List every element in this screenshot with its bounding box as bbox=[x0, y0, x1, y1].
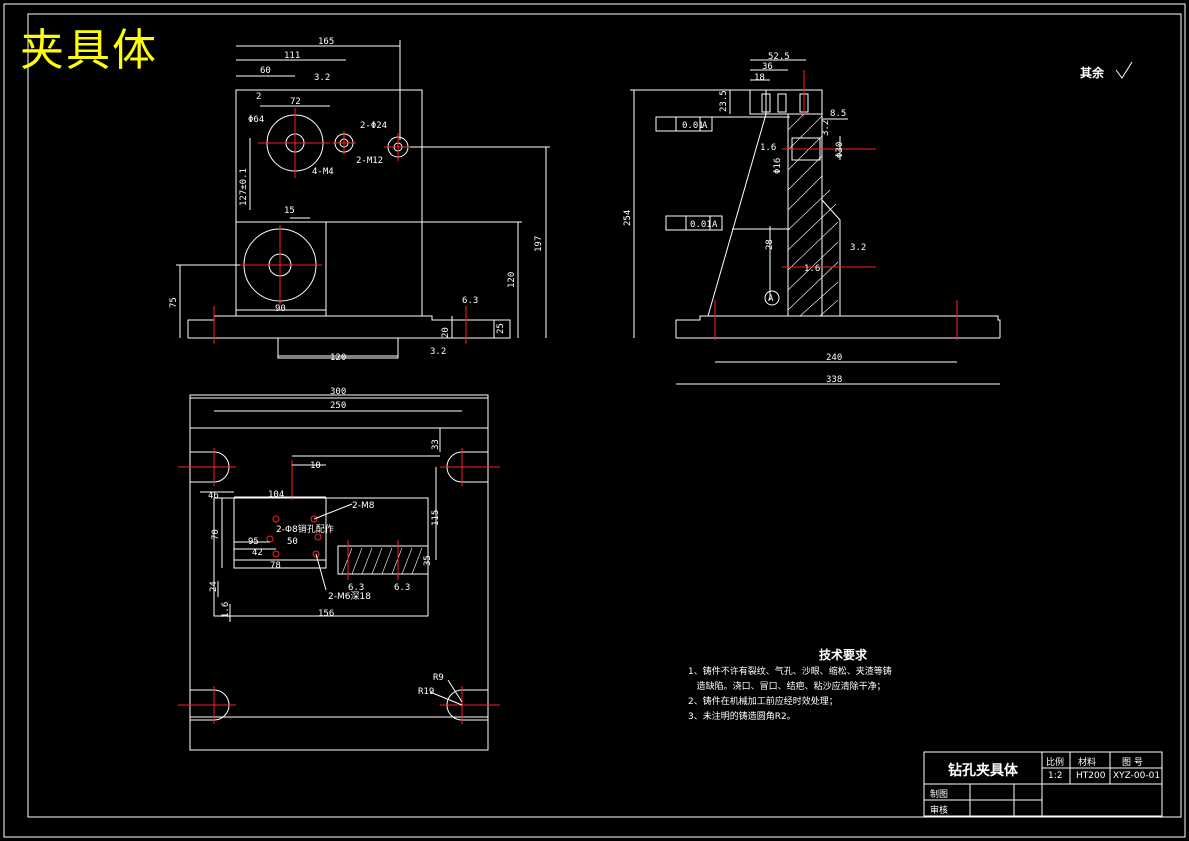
outer-border bbox=[3, 3, 1186, 838]
front-dim-20: 3.2 bbox=[430, 347, 446, 357]
top-dim-8: 2-Φ8销孔配作 bbox=[276, 523, 334, 535]
tech-req-item: 造缺陷。浇口、冒口、结疤、粘沙应清除干净； bbox=[688, 682, 886, 692]
side-dim-5: 3.2 bbox=[821, 120, 831, 136]
top-dim-9: 95 bbox=[248, 537, 259, 547]
top-dim-5: 104 bbox=[268, 490, 284, 500]
top-dim-0: 300 bbox=[330, 387, 346, 397]
side-dim-9: 254 bbox=[623, 210, 633, 226]
top-dim-6: 2-M8 bbox=[352, 501, 375, 511]
roughness-symbol bbox=[1115, 61, 1133, 79]
side-datum-1: A bbox=[702, 121, 708, 131]
front-view: 165 111 60 2 72 3.2 Φ64 2-Φ24 2-M12 4-M4… bbox=[169, 37, 550, 363]
side-dim-4: 8.5 bbox=[830, 109, 846, 119]
top-dim-2: 33 bbox=[431, 439, 441, 450]
top-dim-14: 1.6 bbox=[221, 602, 231, 618]
big-title: 夹具体 bbox=[20, 25, 158, 76]
top-dim-20: 6.3 bbox=[394, 583, 410, 593]
drawing-name: 钻孔夹具体 bbox=[948, 763, 1018, 779]
side-dim-2: 18 bbox=[754, 73, 765, 83]
front-dim-13: 75 bbox=[169, 297, 179, 308]
side-dim-6: Φ30 bbox=[835, 142, 845, 158]
side-datum-a: A bbox=[768, 294, 774, 304]
front-dim-16: 6.3 bbox=[462, 296, 478, 306]
surface-note: 其余 bbox=[1080, 66, 1105, 80]
top-dim-10: 50 bbox=[287, 537, 298, 547]
side-tol-1: 0.01 bbox=[682, 121, 704, 131]
top-view: 300 250 33 10 46 104 2-M8 70 2-Φ8销孔配作 95… bbox=[178, 387, 500, 751]
top-dim-4: 46 bbox=[208, 491, 219, 501]
top-dim-11: 42 bbox=[252, 548, 263, 558]
side-dim-3: 23.5 bbox=[719, 90, 729, 112]
side-dim-11: 3.2 bbox=[850, 243, 866, 253]
front-dim-5: 3.2 bbox=[314, 73, 330, 83]
tech-req-item: 1、铸件不许有裂纹、气孔、沙眼、缩松、夹渣等铸 bbox=[688, 667, 892, 677]
front-dim-3: 2 bbox=[256, 92, 261, 102]
front-dim-9: 4-M4 bbox=[312, 167, 334, 177]
side-dim-7: Φ16 bbox=[773, 158, 783, 174]
drawing-no-value: XYZ-00-01 bbox=[1113, 771, 1161, 781]
side-dim-8: 1.6 bbox=[760, 143, 776, 153]
side-dim-10: 28 bbox=[765, 239, 775, 250]
side-dim-0: 52.5 bbox=[768, 52, 790, 62]
top-dim-3: 10 bbox=[310, 461, 321, 471]
front-dim-0: 165 bbox=[318, 37, 334, 47]
front-dim-7: 2-Φ24 bbox=[360, 121, 387, 131]
front-dim-12: 90 bbox=[275, 304, 286, 314]
front-dim-17: 20 bbox=[441, 327, 451, 338]
front-dim-18: 25 bbox=[496, 323, 506, 334]
top-dim-21: R9 bbox=[433, 673, 444, 683]
top-dim-18: 35 bbox=[423, 555, 433, 566]
side-dim-12: 1.6 bbox=[804, 264, 820, 274]
front-dim-19: 120 bbox=[330, 353, 346, 363]
material-value: HT200 bbox=[1076, 771, 1106, 781]
side-dim-1: 36 bbox=[762, 62, 773, 72]
technical-requirements: 技术要求 1、铸件不许有裂纹、气孔、沙眼、缩松、夹渣等铸 造缺陷。浇口、冒口、结… bbox=[688, 648, 918, 725]
front-dim-4: 72 bbox=[290, 97, 301, 107]
front-dim-1: 111 bbox=[284, 51, 300, 61]
top-dim-7: 70 bbox=[211, 529, 221, 540]
top-dim-12: 78 bbox=[270, 561, 281, 571]
top-dim-1: 250 bbox=[330, 401, 346, 411]
header-scale: 比例 bbox=[1046, 758, 1065, 768]
side-datum-2: A bbox=[712, 220, 718, 230]
checked-label: 审核 bbox=[930, 806, 949, 816]
front-dim-10: 127±0.1 bbox=[239, 168, 249, 206]
side-view: A 0.01 A 0.01 A 52.5 36 18 23.5 8.5 3.2 … bbox=[623, 52, 1001, 385]
top-dim-19: 6.3 bbox=[348, 583, 364, 593]
side-tol-2: 0.01 bbox=[690, 220, 712, 230]
front-dim-8: 2-M12 bbox=[356, 156, 383, 166]
front-dim-6: Φ64 bbox=[248, 115, 264, 125]
header-drawing-no: 图 号 bbox=[1122, 758, 1143, 768]
top-dim-13: 24 bbox=[209, 581, 219, 592]
tech-req-heading: 技术要求 bbox=[818, 648, 867, 662]
drawn-label: 制图 bbox=[930, 790, 949, 800]
inner-border bbox=[27, 13, 1182, 818]
side-dim-14: 338 bbox=[826, 375, 842, 385]
top-dim-17: 115 bbox=[431, 510, 441, 526]
tech-req-item: 2、铸件在机械加工前应经时效处理； bbox=[688, 697, 838, 707]
front-dim-11: 15 bbox=[284, 206, 295, 216]
scale-value: 1:2 bbox=[1048, 771, 1063, 781]
top-dim-15: 2-M6深18 bbox=[328, 591, 371, 602]
front-dim-15: 120 bbox=[507, 272, 517, 288]
header-material: 材料 bbox=[1078, 758, 1097, 768]
title-block-frame bbox=[923, 751, 1163, 817]
front-dim-14: 197 bbox=[534, 236, 544, 252]
front-dim-2: 60 bbox=[260, 66, 271, 76]
top-dim-22: R19 bbox=[418, 687, 434, 697]
tech-req-item: 3、未注明的铸造圆角R2。 bbox=[688, 712, 796, 722]
side-dim-13: 240 bbox=[826, 353, 842, 363]
top-dim-16: 156 bbox=[318, 609, 334, 619]
